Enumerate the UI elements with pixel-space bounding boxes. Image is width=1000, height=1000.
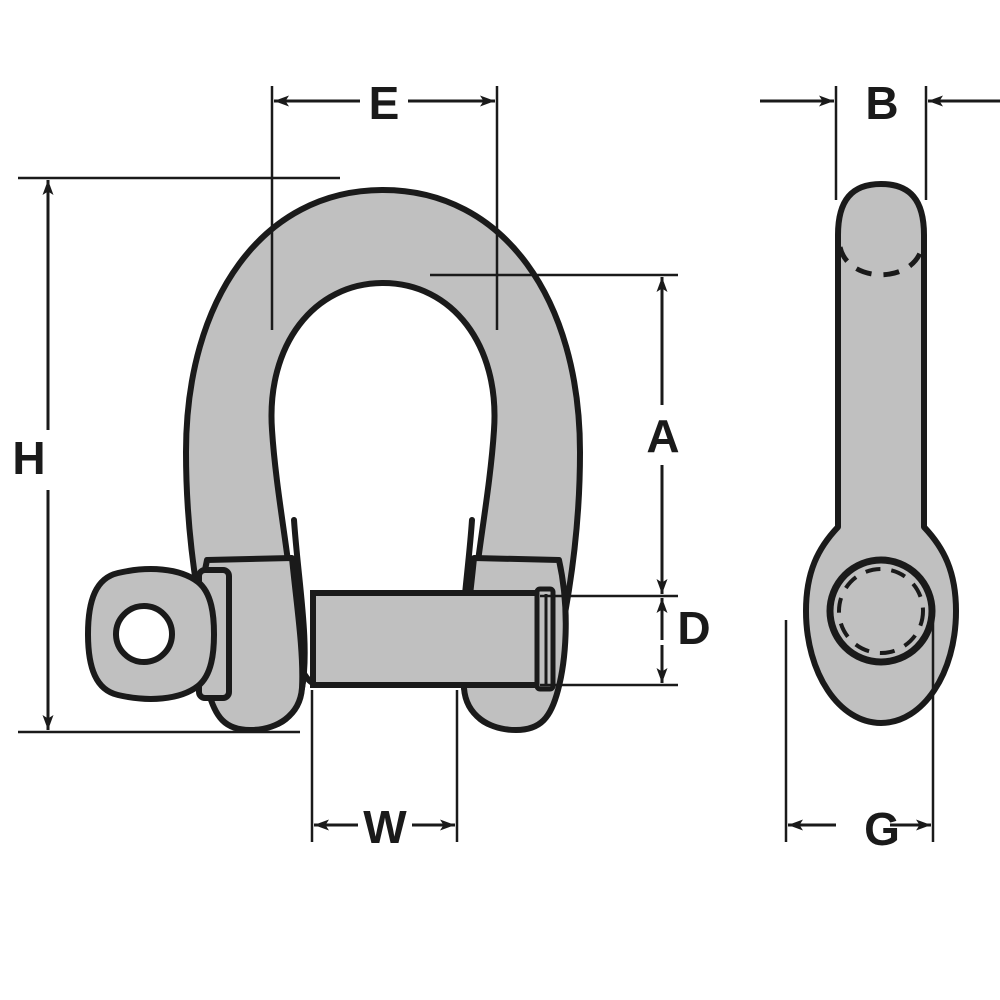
pin-top-hidden-arc [837,246,925,278]
front-view-shackle [85,187,583,733]
dim-label-B: B [865,77,898,129]
pin-head-hole [113,603,175,665]
pin-eye-hidden-circle [837,567,925,655]
dim-label-E: E [369,77,400,129]
dim-label-G: G [864,803,900,855]
dim-label-A: A [646,410,679,462]
dim-label-D: D [677,602,710,654]
dim-label-H: H [12,432,45,484]
side-view-pin [803,181,959,726]
dim-label-W: W [363,801,407,853]
front-view-dimensions [18,86,678,842]
shackle-pin-shank [310,590,548,688]
pin-eye-hole [826,556,936,666]
side-view-dimensions [760,86,1000,842]
dimension-labels: E H A D W B G [12,77,900,855]
